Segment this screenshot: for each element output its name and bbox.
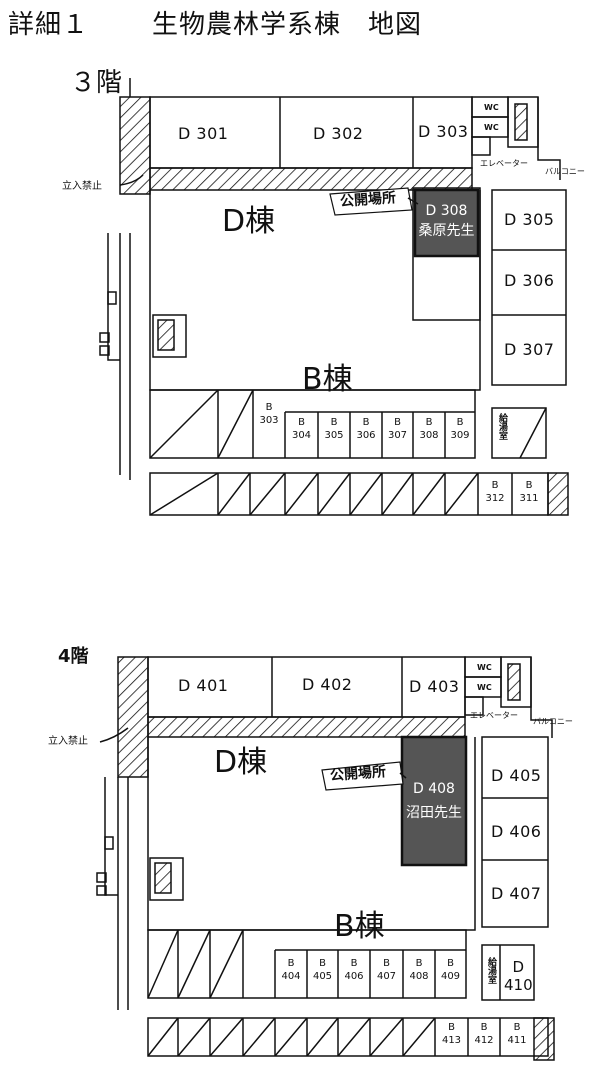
floor3-public-place: 公開場所	[339, 190, 397, 210]
floor4-balcony: バルコニー	[533, 717, 573, 726]
detail-label: 詳細１	[8, 10, 90, 40]
floor4-room-d410: D 410	[504, 958, 533, 994]
floor4-north-corridor	[147, 716, 466, 738]
floor4-room-b405: B 405	[312, 958, 333, 982]
floor4-room-d402: D 402	[302, 675, 353, 694]
floor4-plan	[96, 656, 555, 1061]
floor3-label: ３階	[70, 68, 123, 98]
floor4-room-d406: D 406	[491, 822, 542, 841]
floor4-label: 4階	[58, 646, 89, 667]
floor3-north-corridor	[149, 167, 473, 191]
floor3-balcony: バルコニー	[545, 167, 585, 176]
floor4-room-b406: B 406	[344, 958, 364, 982]
floor3-room-b311: B 311	[519, 480, 539, 504]
floor4-building-b: B棟	[334, 909, 385, 944]
floor3-room-b306: B 306	[356, 417, 376, 441]
floor4-room-b411: B 411	[507, 1022, 527, 1046]
floor3-wc-2: WC	[484, 123, 499, 132]
floor4-no-entry: 立入禁止	[48, 736, 88, 747]
floor3-no-entry: 立入禁止	[62, 181, 102, 192]
floor4-room-b409: B 409	[440, 958, 461, 982]
floor4-highlight-teacher: 沼田先生	[406, 805, 462, 821]
floor3-plan	[99, 78, 569, 516]
floor4-room-d403: D 403	[409, 677, 460, 696]
floor4-highlight-room	[400, 735, 468, 867]
floor4-wc-1: WC	[477, 663, 492, 672]
floor3-room-b309: B 309	[450, 417, 470, 441]
floor4-room-d401: D 401	[178, 676, 229, 695]
floor3-building-d: D棟	[222, 204, 276, 239]
floor4-room-b407: B 407	[376, 958, 397, 982]
floor4-west-corridor	[117, 656, 149, 778]
floor3-room-b312: B 312	[485, 480, 505, 504]
floor3-elevator: エレベーター	[480, 159, 528, 168]
floor3-highlight-room	[413, 188, 480, 258]
floor3-room-d305: D 305	[504, 210, 555, 229]
floor3-highlight-room-label: D 308	[425, 203, 468, 219]
floor3-b-row-1	[149, 389, 476, 459]
floor3-building-b: B棟	[302, 362, 353, 397]
floor3-room-d301: D 301	[178, 124, 229, 143]
floor3-highlight-teacher: 桑原先生	[418, 223, 475, 239]
floor4-room-d407: D 407	[491, 884, 542, 903]
floor4-kyutoshitsu: 給湯室	[486, 957, 496, 984]
floor3-room-b305: B 305	[324, 417, 344, 441]
floor4-highlight-room-label: D 408	[413, 781, 455, 797]
floor3-room-b307: B 307	[387, 417, 408, 441]
floor3-room-b303: B 303	[259, 402, 279, 426]
floor3-room-b308: B 308	[419, 417, 439, 441]
floor4-room-b404: B 404	[281, 958, 301, 982]
floor3-room-d307: D 307	[504, 340, 555, 359]
page-title: 生物農林学系棟 地図	[152, 10, 423, 40]
floor4-room-d405: D 405	[491, 766, 542, 785]
floor4-room-b413: B 413	[441, 1022, 462, 1046]
floor3-room-d306: D 306	[504, 271, 555, 290]
floor4-wc-2: WC	[477, 683, 492, 692]
floor4-room-b412: B 412	[474, 1022, 494, 1046]
floor4-room-b408: B 408	[409, 958, 429, 982]
floor4-public-place: 公開場所	[329, 764, 387, 784]
floor3-room-b304: B 304	[291, 417, 312, 441]
floor4-building-d: D棟	[214, 745, 268, 780]
floor3-west-corridor	[119, 96, 151, 195]
floor3-room-d302: D 302	[313, 124, 364, 143]
floor3-wc-1: WC	[484, 103, 499, 112]
floor4-elevator: エレベーター	[470, 711, 518, 720]
floor3-kyutoshitsu: 給湯室	[497, 413, 507, 440]
floor3-room-d303: D 303	[418, 122, 469, 141]
